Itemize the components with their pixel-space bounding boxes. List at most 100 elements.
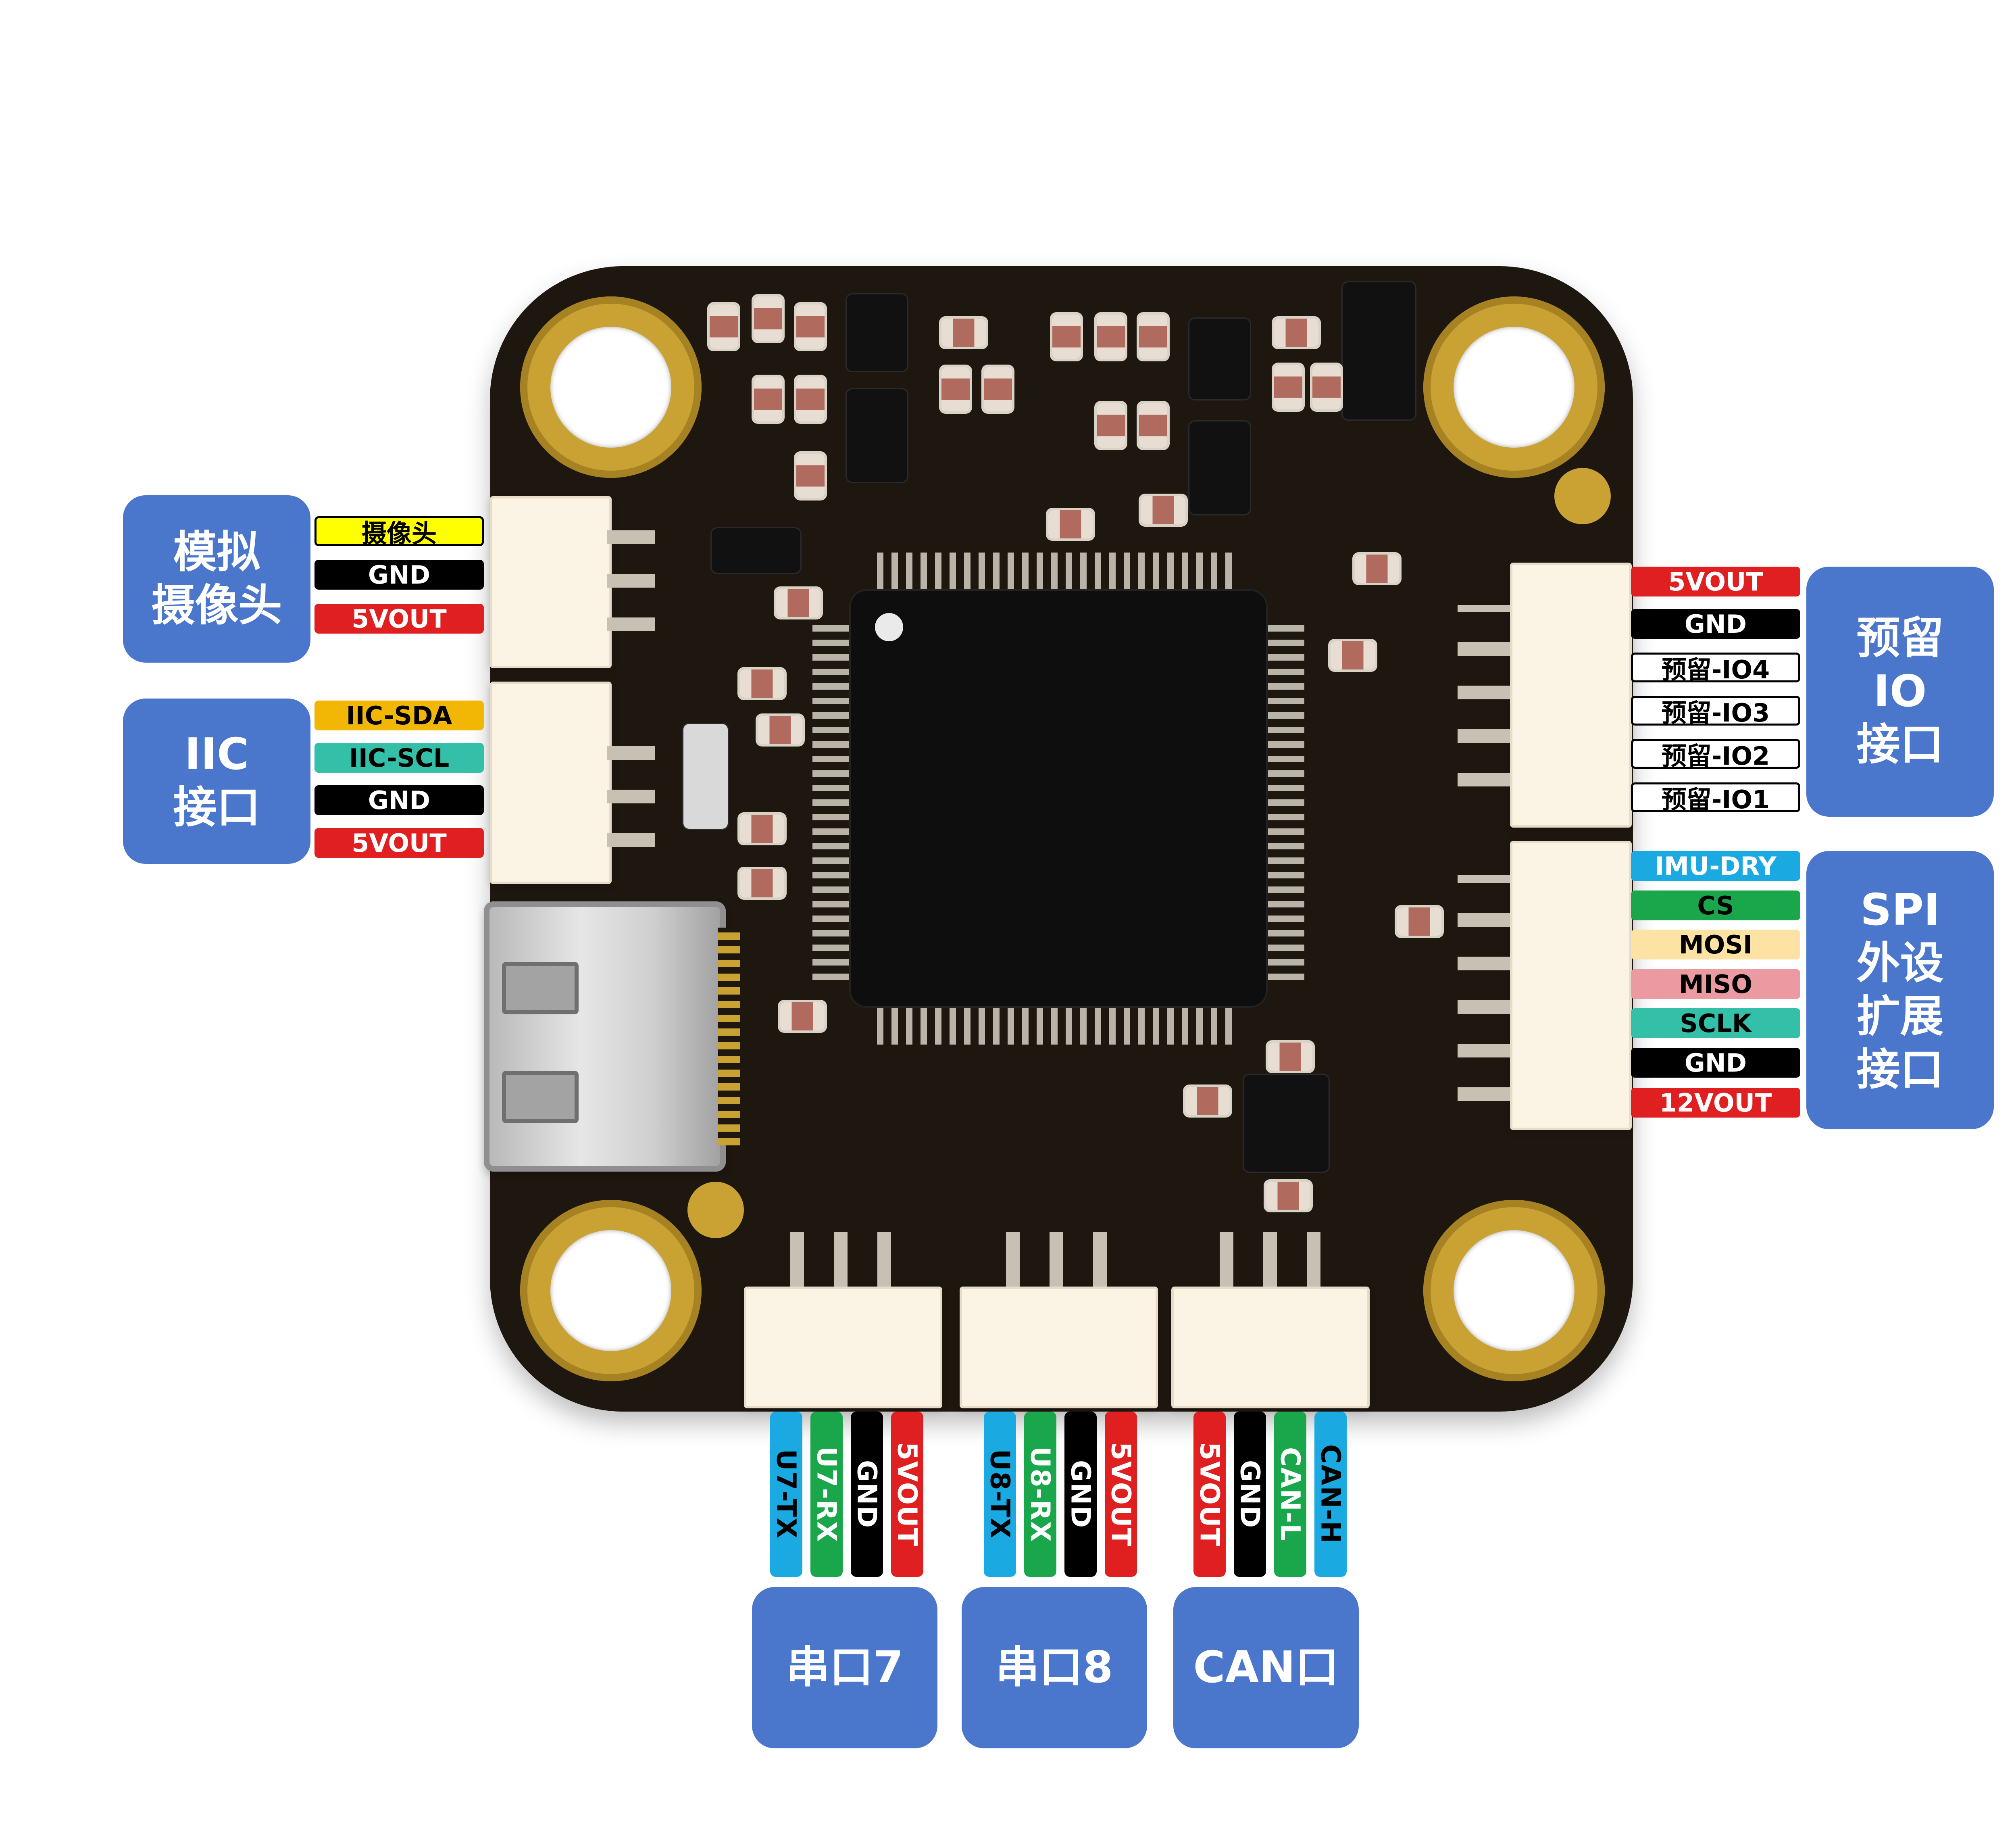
smd-component: [796, 377, 825, 421]
smd-component: [758, 716, 802, 744]
smd-component: [1268, 1043, 1312, 1071]
connector-spi: [1510, 841, 1632, 1130]
group-label-uart8: 串口8: [962, 1587, 1147, 1748]
group-label-spi: SPI 外设 扩展 接口: [1806, 851, 1994, 1129]
pin-tag-imu-dry: IMU-DRY: [1631, 851, 1800, 881]
pin-tag-gnd: GND: [1631, 609, 1800, 639]
pin-tag-reserved-io1: 预留-IO1: [1631, 782, 1800, 814]
connector-pins: [607, 722, 655, 847]
mounting-hole-bottom-right: [1423, 1200, 1605, 1381]
smd-component: [1097, 315, 1125, 359]
pin-tag-sclk: SCLK: [1631, 1008, 1800, 1038]
smd-component: [984, 367, 1012, 411]
smd-component: [796, 304, 825, 349]
smd-component: [941, 367, 970, 411]
ic-chip: [1189, 319, 1250, 399]
pin-tag-can-l: CAN-L: [1274, 1412, 1306, 1577]
ic-chip: [1343, 282, 1415, 419]
pin1-marker: [875, 613, 903, 641]
smd-component: [941, 319, 986, 347]
connector-can: [1171, 1287, 1370, 1408]
connector-pins: [790, 1232, 907, 1287]
pin-tag-u8-rx: U8-RX: [1024, 1412, 1056, 1577]
ic-chip: [712, 528, 800, 573]
ic-chip: [1189, 421, 1250, 514]
smd-component: [754, 296, 782, 341]
smd-component: [776, 589, 821, 617]
pin-tag-5vout: 5VOUT: [314, 604, 484, 634]
smd-component: [710, 304, 738, 349]
crystal: [683, 724, 728, 829]
mcu-chip: [851, 591, 1266, 1006]
pin-tag-iic-scl: IIC-SCL: [314, 743, 484, 773]
pin-tag-mosi: MOSI: [1631, 930, 1800, 959]
group-label-analog-camera: 模拟 摄像头: [123, 495, 310, 663]
usb-pins: [718, 928, 740, 1145]
smd-component: [1274, 319, 1318, 347]
pin-tag-gnd: GND: [1064, 1412, 1097, 1577]
ic-chip: [847, 389, 907, 482]
pin-tag-5vout: 5VOUT: [1105, 1412, 1137, 1577]
mounting-hole-top-right: [1423, 296, 1605, 478]
mounting-hole-bottom-left: [520, 1200, 702, 1381]
pin-tag-u8-tx: U8-TX: [984, 1412, 1016, 1577]
connector-pins: [1006, 1232, 1123, 1287]
group-label-reserved-io: 预留 IO 接口: [1806, 567, 1994, 817]
pin-tag-reserved-io4: 预留-IO4: [1631, 653, 1800, 684]
smd-component: [1185, 1087, 1230, 1115]
pin-tag-gnd: GND: [1631, 1048, 1800, 1078]
smd-component: [740, 869, 784, 897]
gold-pad: [1554, 468, 1611, 524]
mcu-pins-bottom: [877, 1008, 1240, 1045]
connector-pins: [1220, 1232, 1337, 1287]
smd-component: [1331, 641, 1375, 669]
mcu-pins-left: [812, 617, 849, 980]
mounting-hole-top-left: [520, 296, 702, 478]
pin-tag-iic-sda: IIC-SDA: [314, 701, 484, 730]
smd-component: [1139, 403, 1167, 448]
smd-component: [1139, 315, 1167, 359]
group-label-iic: IIC 接口: [123, 699, 310, 864]
connector-analog-camera: [490, 496, 612, 668]
smd-component: [1274, 365, 1302, 409]
connector-uart7: [744, 1287, 942, 1408]
smd-component: [1097, 403, 1125, 448]
pin-tag-camera: 摄像头: [314, 516, 484, 548]
smd-component: [754, 377, 782, 421]
pin-tag-5vout: 5VOUT: [1631, 567, 1800, 596]
pin-tag-5vout: 5VOUT: [1193, 1412, 1226, 1577]
smd-component: [1052, 315, 1081, 359]
mcu-pins-top: [877, 553, 1240, 589]
gold-pad: [687, 1182, 744, 1238]
pin-tag-12vout: 12VOUT: [1631, 1088, 1800, 1118]
pin-tag-gnd: GND: [314, 560, 484, 590]
smd-component: [1397, 907, 1441, 936]
usb-slot: [502, 962, 579, 1014]
smd-component: [1048, 510, 1093, 538]
pin-tag-u7-rx: U7-RX: [810, 1412, 843, 1577]
smd-component: [1266, 1182, 1310, 1210]
connector-reserved-io: [1510, 563, 1632, 828]
group-label-uart7: 串口7: [752, 1587, 937, 1748]
pin-tag-miso: MISO: [1631, 969, 1800, 999]
pin-tag-5vout: 5VOUT: [891, 1412, 923, 1577]
pin-tag-5vout: 5VOUT: [314, 828, 484, 858]
ic-chip: [847, 294, 907, 371]
ic-chip: [1244, 1075, 1329, 1172]
pin-tag-cs: CS: [1631, 891, 1800, 920]
smd-component: [1141, 496, 1185, 524]
connector-pins: [607, 530, 655, 631]
pin-tag-gnd: GND: [314, 785, 484, 815]
usb-slot: [502, 1071, 579, 1123]
connector-pins: [1458, 875, 1510, 1101]
connector-iic: [490, 682, 612, 884]
pin-tag-gnd: GND: [851, 1412, 883, 1577]
pin-tag-reserved-io2: 预留-IO2: [1631, 739, 1800, 771]
usb-c-port: [484, 901, 726, 1172]
pin-tag-gnd: GND: [1234, 1412, 1266, 1577]
group-label-can: CAN口: [1173, 1587, 1359, 1748]
connector-uart8: [960, 1287, 1158, 1408]
connector-pins: [1458, 605, 1510, 786]
pin-tag-can-h: CAN-H: [1314, 1412, 1347, 1577]
